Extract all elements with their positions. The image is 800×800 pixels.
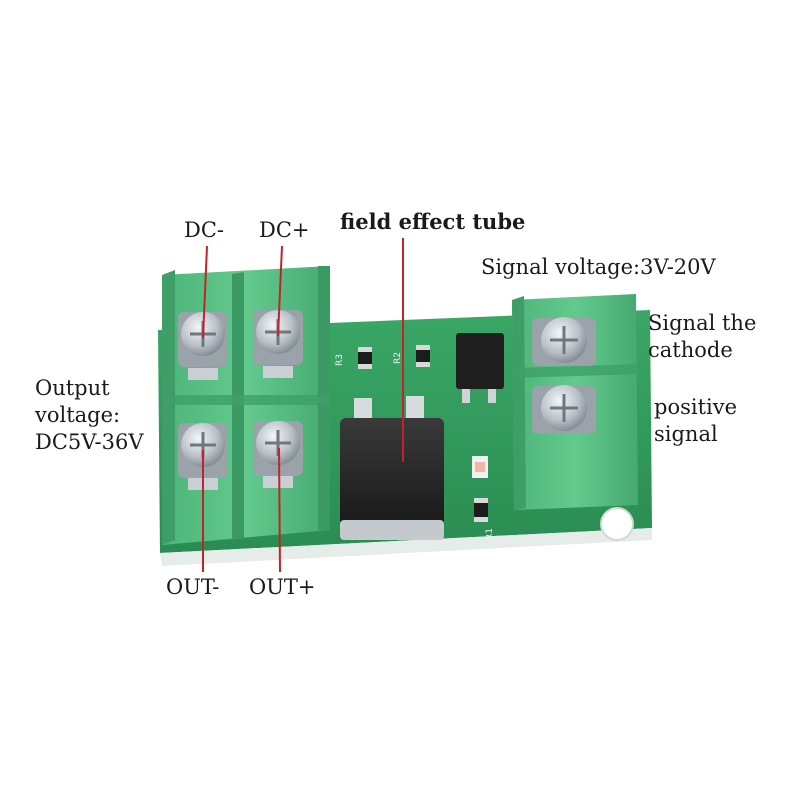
label-signal-cathode-2: cathode (648, 338, 733, 362)
silkscreen-r2: R2 (393, 352, 403, 364)
label-out-plus: OUT+ (249, 575, 316, 599)
label-positive-signal-2: signal (654, 422, 718, 446)
mosfet-field-effect-tube (340, 396, 444, 540)
pointer-dc-plus (277, 245, 283, 337)
optocoupler-chip (456, 333, 504, 403)
screw-positive-signal (532, 385, 596, 434)
label-field-effect-tube: field effect tube (340, 209, 526, 234)
smd-led (472, 456, 488, 478)
pointer-out-plus (278, 447, 281, 573)
label-positive-signal-1: positive (654, 395, 738, 419)
signal-terminal-block (512, 294, 638, 510)
label-dc-minus: DC- (184, 218, 225, 242)
label-dc-plus: DC+ (259, 218, 310, 242)
label-output-voltage-2: voltage: (35, 403, 121, 427)
pointer-lines (202, 238, 404, 573)
silkscreen-r1: R1 (485, 528, 495, 540)
label-signal-voltage: Signal voltage:3V-20V (481, 255, 716, 279)
silkscreen-r3: R3 (335, 354, 345, 366)
label-output-voltage-1: Output (35, 376, 110, 400)
output-terminal-block (162, 266, 330, 545)
smd-resistor-r2: R2 (393, 345, 430, 367)
pointer-dc-minus (202, 245, 208, 339)
smd-resistor-r1: R1 (474, 498, 495, 540)
smd-resistor-r3: R3 (335, 347, 372, 369)
label-out-minus: OUT- (166, 575, 220, 599)
mounting-hole (600, 507, 634, 541)
label-output-voltage-3: DC5V-36V (35, 430, 144, 454)
label-signal-cathode-1: Signal the (648, 311, 757, 335)
screw-out-plus (253, 421, 303, 488)
screw-signal-cathode (532, 317, 596, 366)
